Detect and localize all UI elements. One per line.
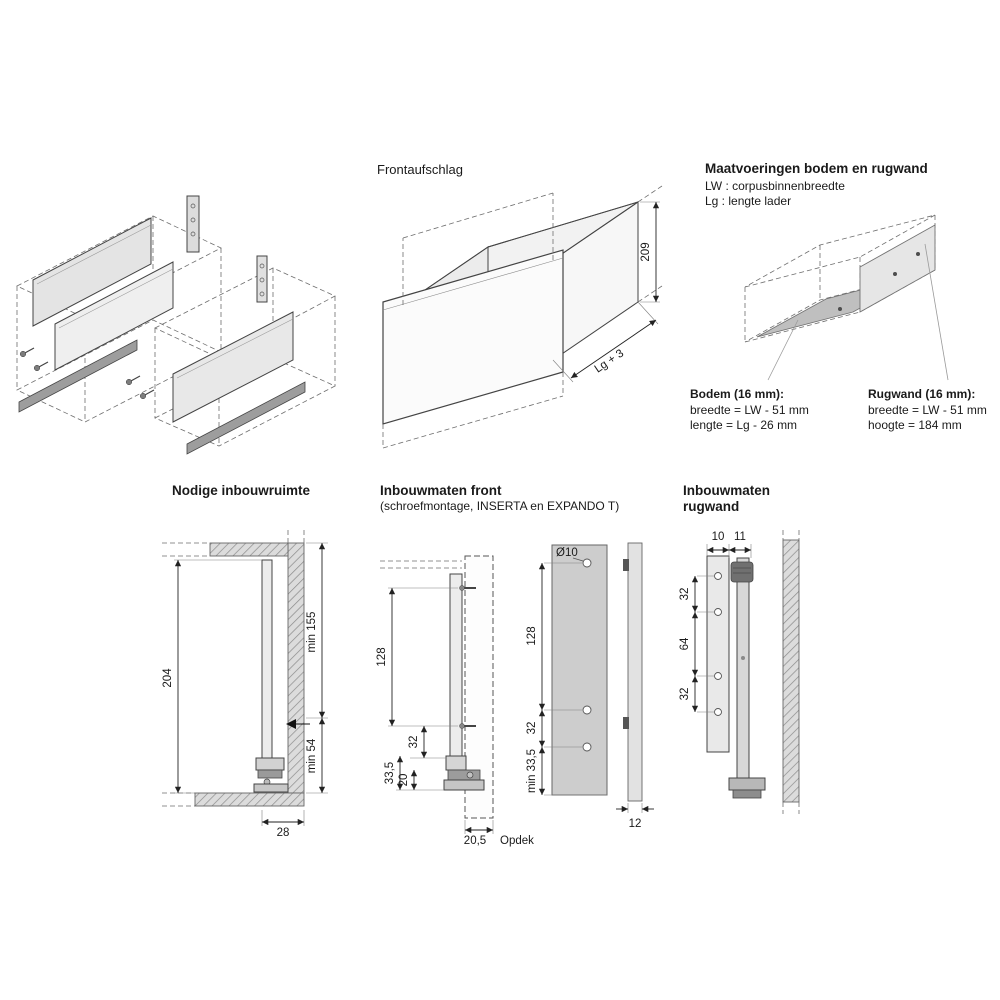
inbouwmaten-rugwand-title-line2: rugwand [683,499,740,514]
dim-11-label: 11 [734,531,746,543]
dim-209-label: 209 [640,242,652,261]
inbouwmaten-rugwand-title-line1: Inbouwmaten [683,483,770,498]
maatvoeringen-drawing [744,214,949,381]
rugwand-plate [706,555,730,753]
hole-diameter-leader [572,557,584,562]
opdek-label: Opdek [500,835,534,847]
dim-64-label: 64 [679,637,691,650]
rugwand-spec-hoogte: hoogte = 184 mm [868,418,962,432]
dim-32-bottom-label: 32 [679,688,691,701]
dim-20-label: 20 [398,774,410,787]
plate-dim-min-33-5-label: min 33,5 [526,749,538,793]
drill-holes [582,558,592,752]
exploded-screws [19,347,155,400]
exploded-drawer-side-panels [32,217,294,423]
plate-dim-32-label: 32 [526,722,538,735]
plate-dim-128-label: 128 [526,626,538,645]
inbouwmaten-rugwand-drawing: 10 11 32 64 32 [679,530,800,814]
hole-diameter-label: Ø10 [556,547,578,559]
dimension-128: 128 [376,587,458,727]
dimension-11: 11 [729,531,752,558]
cabinet-wall-section [782,539,800,803]
rugwand-leader-line [924,243,949,381]
inbouwmaten-front-section-drawing: 128 32 33,5 20 20,5 Opdek [376,555,534,847]
plate-dimension-32: 32 [526,710,582,748]
legend-lg: Lg : lengte lader [705,194,792,208]
front-panel-overlay [382,249,564,425]
dimension-10: 10 [706,531,730,558]
dim-128-label: 128 [376,647,388,666]
gap-arrow [286,719,310,729]
inbouwruimte-drawing: 204 min 155 min 54 28 [162,530,328,839]
inbouwruimte-title: Nodige inbouwruimte [172,483,310,498]
dimension-32: 32 [408,726,446,759]
dimension-209: 209 [640,201,660,303]
cabinet-front-section [287,542,305,794]
wall-dashed-extensions [782,530,800,814]
bodem-spec-breedte: breedte = LW - 51 mm [690,402,809,417]
dim-32-top-label: 32 [679,588,691,601]
plate-dimension-128: 128 [526,562,582,711]
dimension-32-top: 32 [679,575,715,613]
bodem-leader-line [767,319,799,381]
rugwand-spec-block: Rugwand (16 mm): breedte = LW - 51 mm ho… [868,387,987,434]
frontaufschlag-title: Frontaufschlag [377,162,463,177]
maatvoeringen-title: Maatvoeringen bodem en rugwand [705,161,928,176]
exploded-drawer-runners [18,339,306,455]
dim-204-label: 204 [162,668,174,688]
bodem-spec-lengte: lengte = Lg - 26 mm [690,418,798,432]
dim-min54-label: min 54 [306,738,318,773]
inbouwmaten-front-subtitle: (schroefmontage, INSERTA en EXPANDO T) [380,499,620,513]
side-rail-bar [623,542,643,802]
front-panel-hole-pattern-drawing: Ø10 128 32 min 33,5 12 [526,542,654,830]
dim-20-5-label: 20,5 [464,835,486,847]
dimension-64: 64 [679,612,715,677]
bodem-spec-title: Bodem (16 mm): [690,387,785,401]
dimension-204: 204 [162,559,262,794]
rugwand-panel [859,224,936,313]
exploded-drawer-assembly-drawing [16,195,336,455]
dim-28-label: 28 [277,827,290,839]
inbouwmaten-front-title: Inbouwmaten front [380,483,502,498]
frontaufschlag-drawing: 209 Lg + 3 [382,185,663,449]
plate-dimension-min-33-5: min 33,5 [526,747,607,796]
dim-33-5-label: 33,5 [384,762,396,784]
cabinet-top-dashed [380,560,462,569]
legend-lw: LW : corpusbinnenbreedte [705,179,845,193]
dimension-12: 12 [616,803,654,830]
cabinet-bottom-section [194,792,305,807]
dim-12-label: 12 [629,818,642,830]
dim-min155-label: min 155 [306,612,318,653]
rugwand-spec-title: Rugwand (16 mm): [868,387,976,401]
dimension-32-bottom: 32 [679,676,715,713]
dimension-20: 20 [398,770,418,790]
dimension-min155: min 155 [306,542,328,719]
dim-10-label: 10 [712,531,725,543]
drawer-profile [443,573,485,791]
drawer-side-profile [253,559,289,793]
rear-rail-profile [728,557,766,799]
front-panel-plate [551,544,608,796]
dim-32-label: 32 [408,736,420,749]
dimension-20-5: 20,5 [464,820,494,847]
dimension-min54: min 54 [306,718,328,794]
dimension-33-5: 33,5 [384,756,444,791]
dimension-28: 28 [261,810,305,839]
bodem-spec-block: Bodem (16 mm): breedte = LW - 51 mm leng… [690,387,809,434]
cabinet-top-section [209,542,289,557]
exploded-mounting-brackets [186,195,268,303]
rugwand-spec-breedte: breedte = LW - 51 mm [868,402,987,417]
